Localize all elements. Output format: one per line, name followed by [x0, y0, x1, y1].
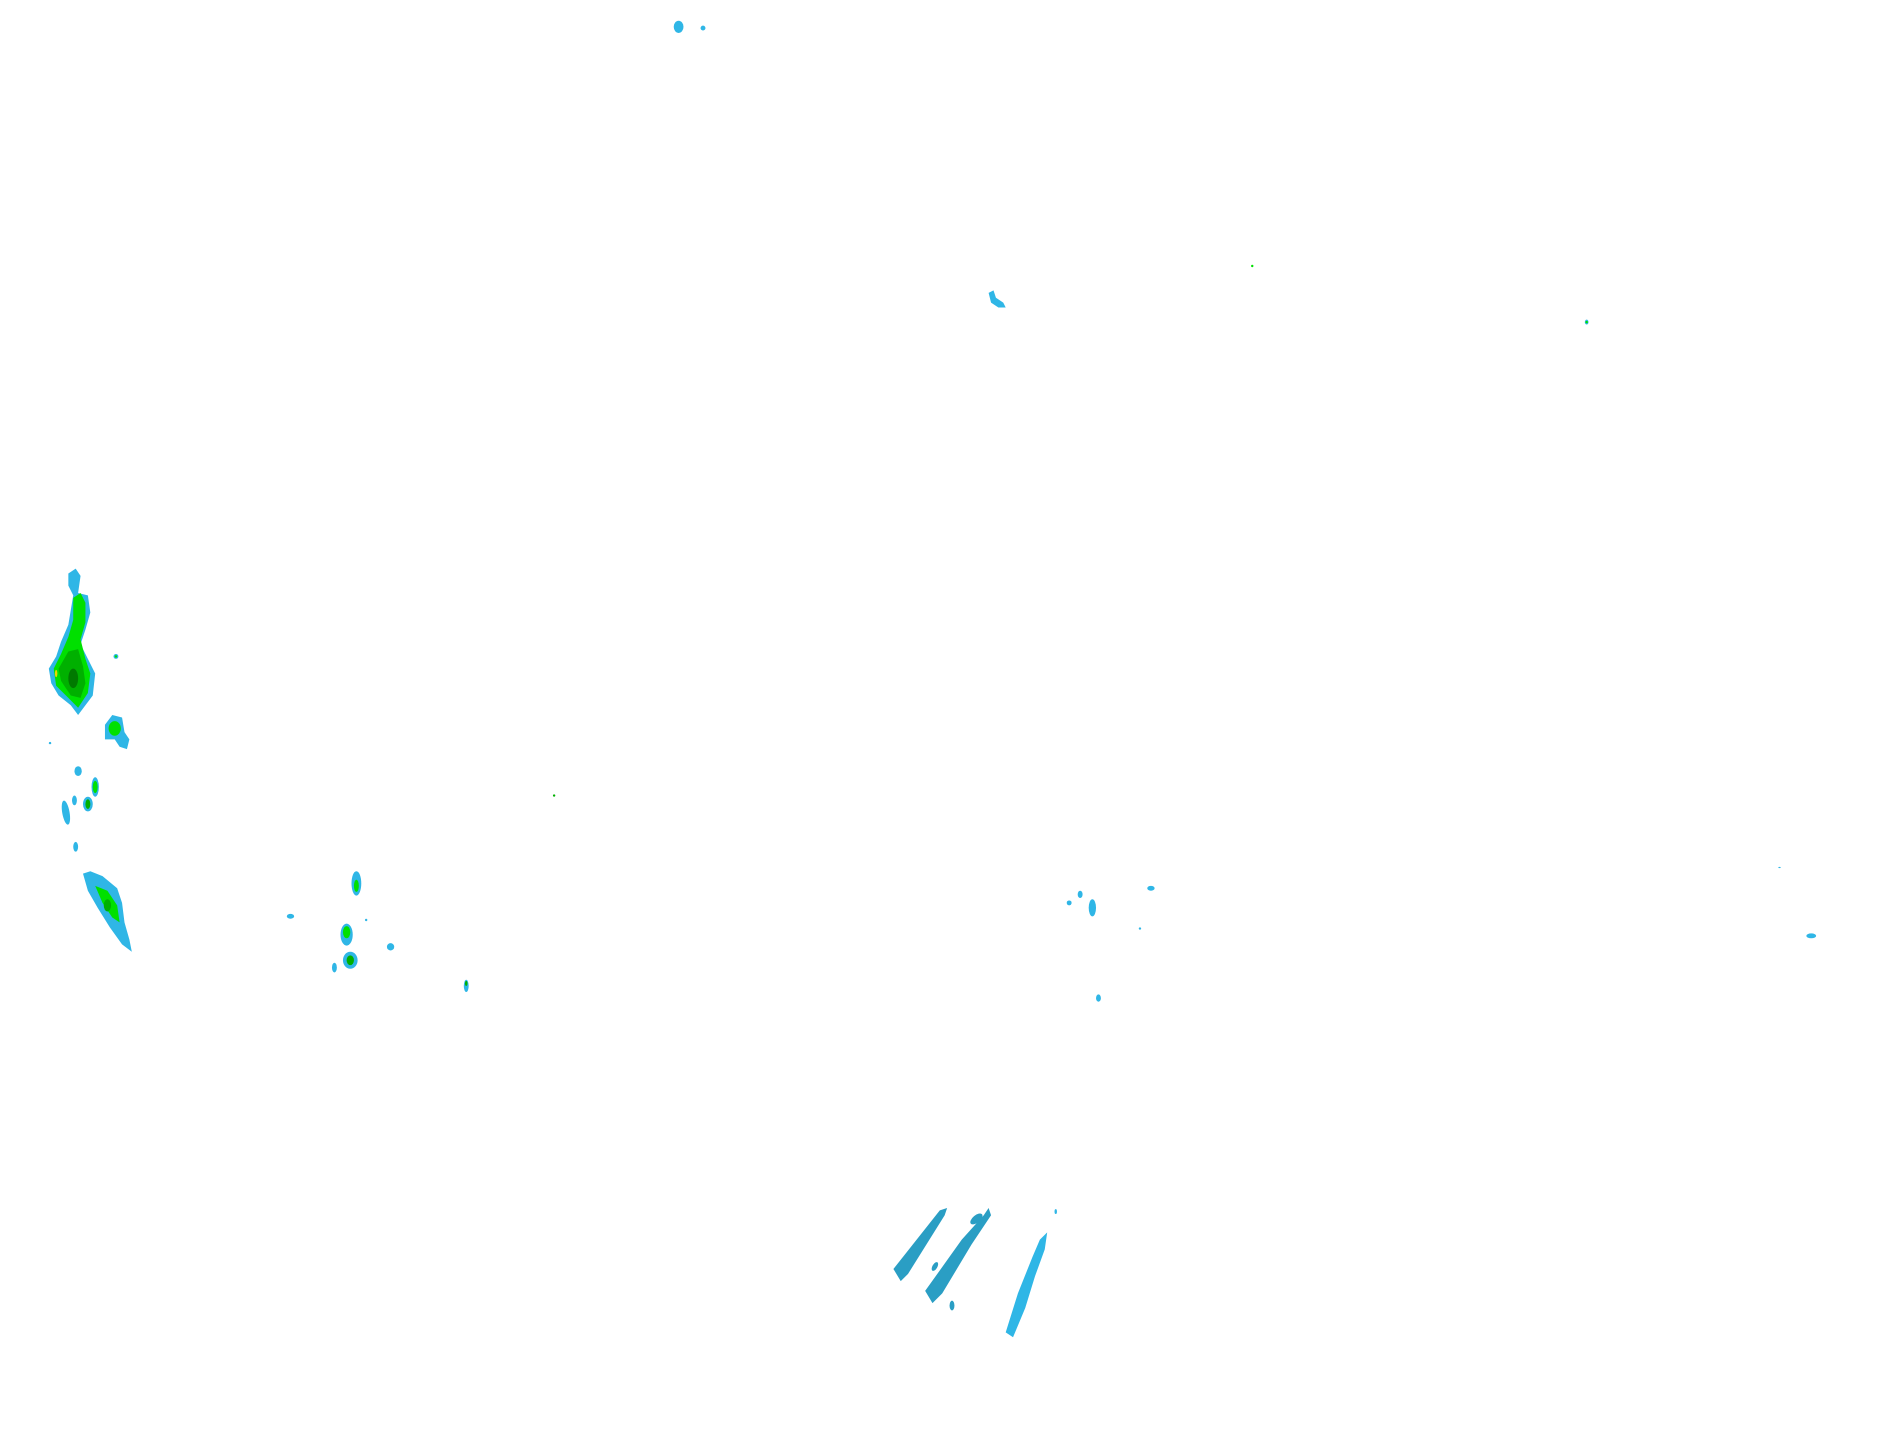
radar-streak-south-1: [893, 1207, 948, 1282]
radar-core-west-2: [108, 721, 121, 736]
radar-core-west-band-heavy: [103, 899, 112, 912]
radar-cell-c-6: [1096, 994, 1101, 1002]
radar-streak-south-4: [931, 1262, 939, 1271]
radar-streak-south-3: [970, 1213, 983, 1225]
radar-cell-speck-core: [114, 655, 118, 658]
radar-cell-west-8: [73, 841, 79, 852]
radar-cell-cw-6: [286, 913, 295, 919]
radar-cell-c-5: [1138, 927, 1142, 930]
radar-core-cw-3: [346, 955, 354, 966]
radar-cell-west-7: [72, 795, 77, 806]
radar-cell-cw-7: [364, 918, 368, 922]
radar-cell-north-1: [673, 20, 684, 33]
radar-cell-edge: [48, 741, 52, 745]
radar-core-north-5: [1585, 320, 1588, 324]
radar-cell-c-1: [1077, 890, 1083, 899]
radar-cell-west-3: [74, 766, 82, 777]
radar-cell-west-6: [61, 800, 71, 825]
radar-cell-c-3: [1088, 899, 1097, 917]
radar-light-echoes: [48, 20, 1817, 1338]
radar-core-west-5: [85, 799, 91, 809]
radar-cell-c-2: [1066, 900, 1072, 906]
radar-cell-north-4: [1251, 264, 1254, 268]
radar-cell-east-2: [1778, 866, 1781, 869]
radar-core-west-4: [92, 780, 98, 794]
radar-cell-cw-5: [386, 943, 395, 951]
radar-cell-east-1: [1806, 933, 1817, 939]
radar-core-cw-8: [465, 981, 468, 986]
radar-cell-cw-9: [552, 794, 556, 797]
radar-streak-south-7: [1054, 1209, 1057, 1215]
radar-peak-cell: [54, 669, 58, 678]
radar-cell-north-3: [988, 290, 1006, 308]
radar-core-cw-1: [353, 879, 359, 892]
radar-streak-south-5: [949, 1300, 955, 1311]
radar-cell-c-4: [1147, 885, 1155, 891]
radar-heavy-echoes: [54, 649, 468, 986]
radar-streak-south-6: [1005, 1232, 1048, 1338]
radar-cell-cw-4: [331, 962, 337, 973]
radar-core-west-very-heavy: [68, 668, 79, 689]
radar-streak-south-2: [925, 1207, 992, 1304]
radar-core-cw-2: [342, 926, 351, 939]
radar-moderate-echoes: [53, 264, 1588, 939]
radar-cell-north-2: [700, 25, 706, 31]
